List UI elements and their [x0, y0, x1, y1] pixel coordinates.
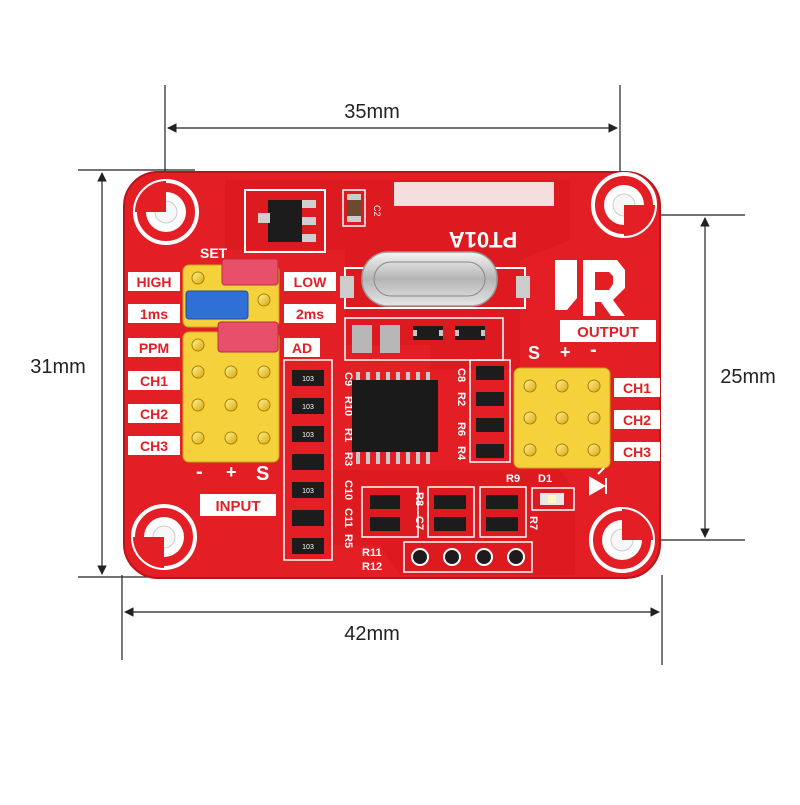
bottom-components [361, 486, 527, 538]
input-polarity-plus: + [226, 462, 237, 482]
label-ch1-right: CH1 [623, 380, 651, 396]
input-polarity-s: S [256, 463, 269, 485]
label-r5: R5 [342, 534, 354, 548]
dim-height-right: 25mm [720, 366, 776, 388]
label-r9: R9 [506, 473, 520, 485]
output-label-box [560, 320, 656, 342]
label-r3: R3 [342, 452, 354, 466]
mid-label-boxes [284, 272, 336, 357]
microcontroller-chip [352, 372, 438, 464]
label-r4: R4 [455, 446, 467, 461]
output-polarity-s: S [528, 343, 540, 363]
label-low: LOW [294, 274, 327, 290]
label-c10: C10 [342, 480, 354, 500]
output-polarity-plus: + [560, 342, 571, 362]
dim-width-top: 35mm [344, 101, 400, 123]
resistor-code-3: 103 [302, 432, 314, 439]
label-high: HIGH [137, 274, 172, 290]
jumper-1ms [185, 290, 249, 320]
label-c7: C7 [413, 516, 425, 530]
label-ch3-right: CH3 [623, 444, 651, 460]
capacitor-c2 [342, 189, 366, 227]
label-ppm: PPM [139, 340, 169, 356]
model-label: PT01A [449, 227, 518, 252]
label-ch1-left: CH1 [140, 373, 168, 389]
input-label-box [200, 494, 276, 516]
resistor-code-5: 103 [302, 544, 314, 551]
label-r8: R8 [413, 492, 425, 506]
left-label-boxes [128, 272, 180, 455]
label-ad: AD [292, 340, 312, 356]
right-label-boxes [614, 378, 660, 461]
resistor-column [283, 359, 333, 561]
jumper-low [221, 258, 279, 286]
input-label: INPUT [216, 498, 261, 515]
resistor-code-2: 103 [302, 404, 314, 411]
label-r1: R1 [342, 428, 354, 442]
dim-height-left: 31mm [30, 356, 86, 378]
top-resistors [344, 317, 504, 361]
mounting-holes [131, 172, 657, 573]
jumper-ad [217, 321, 279, 353]
output-pins [523, 379, 601, 457]
label-1ms: 1ms [140, 306, 168, 322]
silk-label-box [394, 182, 554, 206]
right-resistor-column [469, 359, 511, 463]
label-c2: C2 [372, 205, 382, 217]
label-d1: D1 [538, 473, 552, 485]
label-r6: R6 [455, 422, 467, 436]
input-polarity-minus: - [196, 461, 203, 483]
dim-width-bottom: 42mm [344, 623, 400, 645]
voltage-regulator [244, 189, 326, 253]
led-d1 [531, 487, 575, 511]
set-label: SET [200, 245, 228, 261]
resistor-code-1: 103 [302, 376, 314, 383]
label-r10: R10 [342, 396, 354, 416]
label-c9: C9 [342, 372, 354, 386]
label-r2: R2 [455, 392, 467, 406]
label-r11: R11 [362, 547, 382, 559]
label-ch3-left: CH3 [140, 438, 168, 454]
label-r12: R12 [362, 561, 382, 573]
rj-logo-icon [555, 260, 625, 316]
output-polarity-minus: - [590, 339, 597, 361]
resistor-code-4: 103 [302, 488, 314, 495]
label-c8: C8 [455, 368, 467, 382]
led-symbol-icon [589, 467, 607, 496]
label-2ms: 2ms [296, 306, 324, 322]
label-ch2-left: CH2 [140, 406, 168, 422]
label-ch2-right: CH2 [623, 412, 651, 428]
programming-pads [403, 541, 533, 573]
output-label: OUTPUT [577, 324, 639, 341]
label-r7: R7 [527, 516, 539, 530]
crystal-oscillator [340, 251, 530, 309]
label-c11: C11 [342, 508, 354, 528]
